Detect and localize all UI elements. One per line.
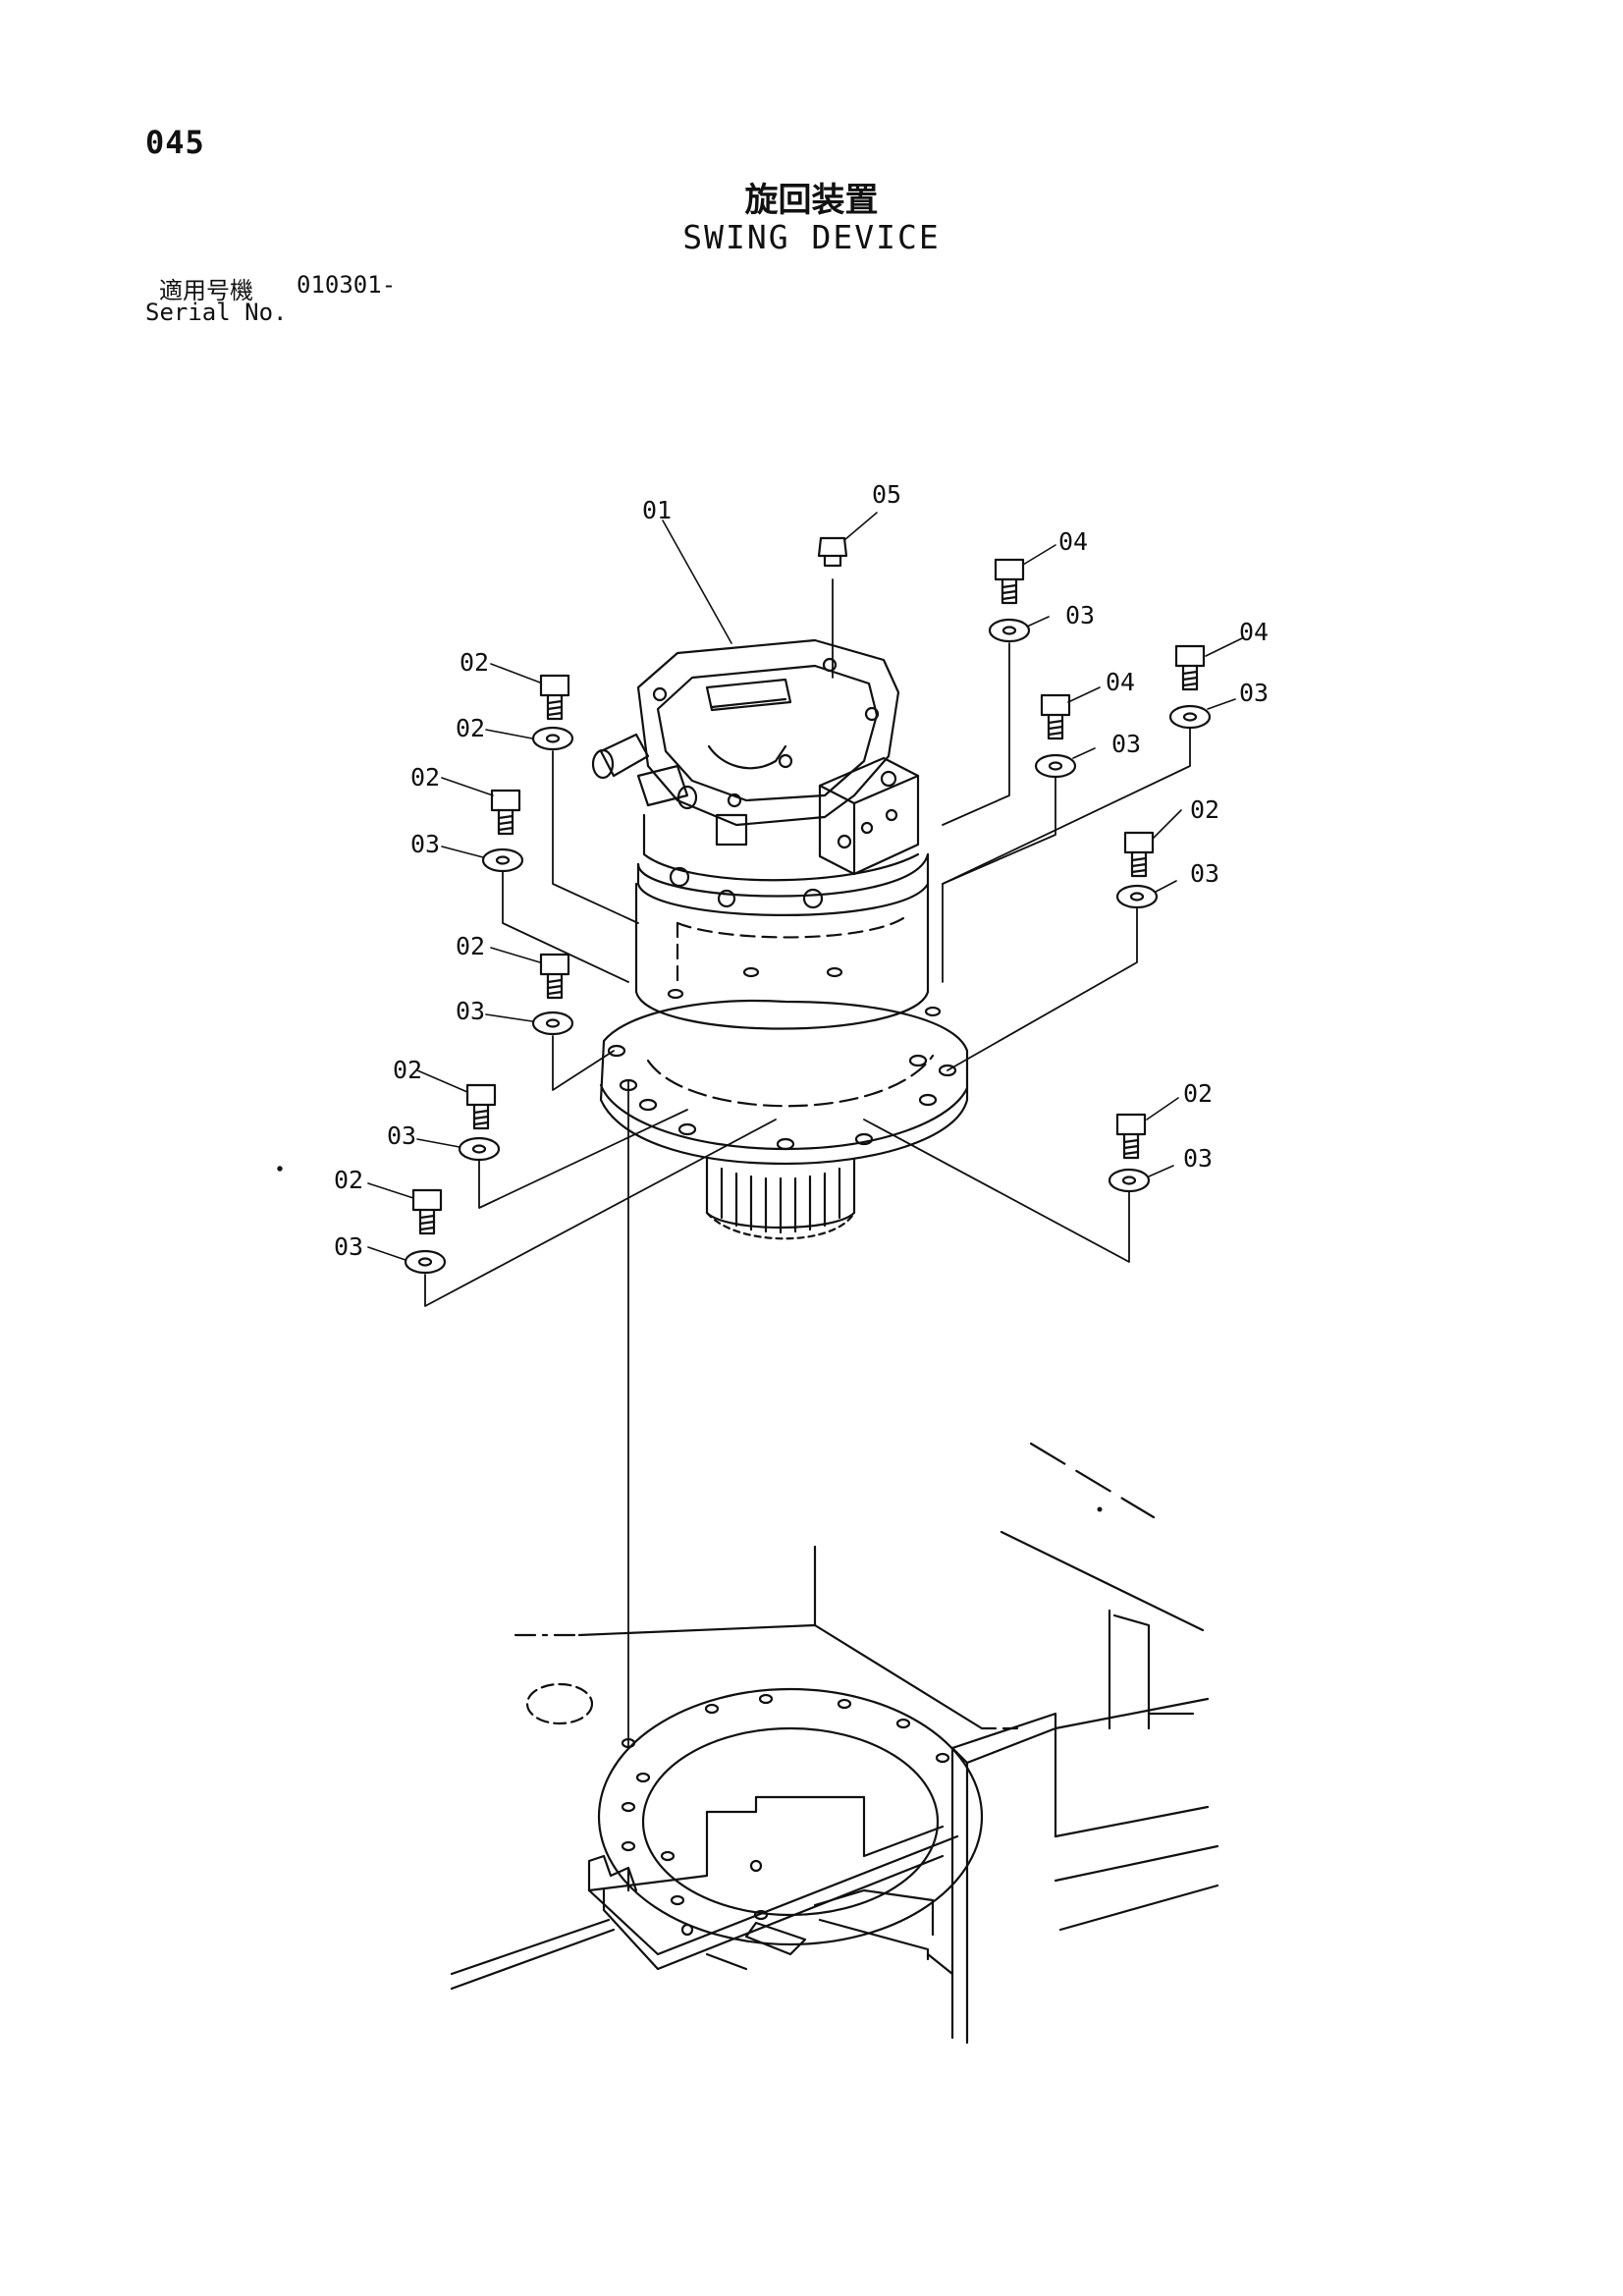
bolt-02-d — [465, 1083, 497, 1130]
bolt-05 — [817, 536, 848, 568]
callout-03: 03 — [1190, 859, 1219, 888]
bolt-02-g — [1115, 1113, 1147, 1160]
page-title: SWING DEVICE — [682, 218, 941, 256]
serial-label: Serial No. — [145, 299, 288, 326]
callout-03: 03 — [334, 1232, 363, 1261]
callout-04: 04 — [1239, 618, 1269, 646]
page-title-japanese: 旋回装置 — [744, 181, 879, 220]
assembly-lines — [424, 578, 1191, 1749]
washer-03 — [531, 1011, 574, 1036]
callout-02: 02 — [393, 1056, 422, 1084]
callout-02: 02 — [1183, 1079, 1213, 1108]
washer-03 — [458, 1136, 501, 1162]
washer-03 — [988, 618, 1031, 643]
bolt-02-b — [490, 789, 521, 836]
washer-03 — [481, 847, 524, 873]
bolt-02-e — [411, 1188, 443, 1235]
bolt-04-c — [1174, 644, 1206, 691]
callout-02: 02 — [410, 763, 440, 792]
callout-04: 04 — [1058, 527, 1088, 556]
bolt-02-a — [539, 674, 570, 721]
washer-03 — [1115, 884, 1159, 909]
callout-03: 02 — [456, 714, 485, 742]
washer-03 — [1108, 1168, 1151, 1193]
serial-label-japanese: 適用号機 — [159, 277, 253, 304]
callout-02: 02 — [1190, 795, 1219, 824]
serial-number-value: 010301- — [297, 271, 397, 299]
callout-03: 03 — [456, 997, 485, 1025]
callout-05: 05 — [872, 480, 901, 509]
washer-group — [404, 618, 1212, 1275]
washer-03 — [531, 726, 574, 751]
washer-03 — [404, 1249, 447, 1275]
callout-03: 03 — [1065, 601, 1095, 629]
swing-motor — [591, 638, 969, 1240]
washer-03 — [1034, 753, 1077, 779]
callout-03: 03 — [387, 1121, 416, 1150]
callout-02: 02 — [334, 1166, 363, 1194]
callout-labels: 01 05 04 03 04 03 04 03 02 02 02 03 02 0… — [334, 480, 1269, 1261]
callout-03: 03 — [410, 830, 440, 858]
upper-frame — [450, 1442, 1219, 2045]
bolt-02-f — [1123, 831, 1155, 878]
bolt-04-a — [994, 558, 1025, 605]
callout-03: 03 — [1239, 679, 1269, 707]
callout-03: 03 — [1183, 1144, 1213, 1173]
bolt-04-b — [1040, 693, 1071, 740]
callout-03: 03 — [1111, 730, 1141, 758]
bolt-group — [411, 536, 1206, 1235]
washer-03 — [1168, 704, 1212, 730]
callout-04: 04 — [1106, 668, 1135, 696]
callout-02: 02 — [456, 932, 485, 960]
callout-02: 02 — [460, 648, 489, 677]
callout-01: 01 — [642, 496, 672, 524]
page-number: 045 — [145, 124, 205, 161]
callout-leaders — [367, 512, 1243, 1261]
bolt-02-c — [539, 953, 570, 1000]
